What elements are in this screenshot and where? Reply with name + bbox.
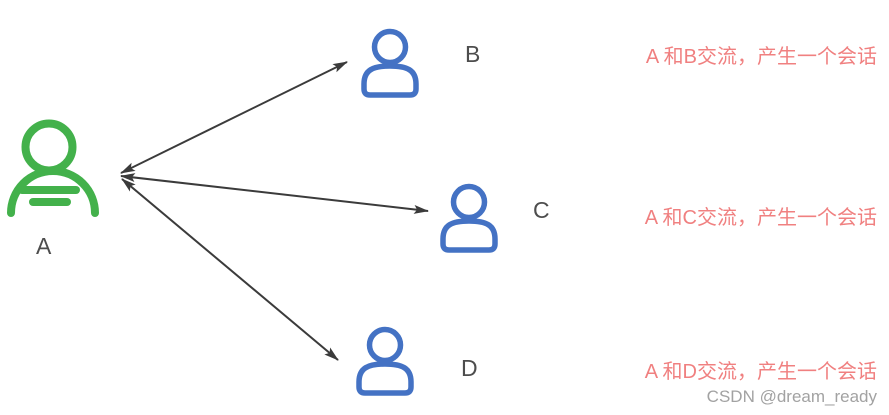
person-lines-icon [7,119,99,217]
person-icon-c [440,183,498,253]
node-a-label: A [36,233,52,259]
annotation-session-ab: A 和B交流，产生一个会话 [645,46,877,68]
person-icon-b [361,28,419,98]
watermark: CSDN @dream_ready [706,387,877,406]
node-d-label: D [461,355,478,381]
annotation-session-ac: A 和C交流，产生一个会话 [644,207,877,229]
arrow-a-d [121,178,339,361]
person-icon-d [356,326,414,396]
arrow-a-b [120,61,348,174]
annotation-session-ad: A 和D交流，产生一个会话 [644,361,877,383]
arrow-a-c [120,173,429,214]
node-c-label: C [533,197,550,223]
node-b-label: B [465,41,481,67]
